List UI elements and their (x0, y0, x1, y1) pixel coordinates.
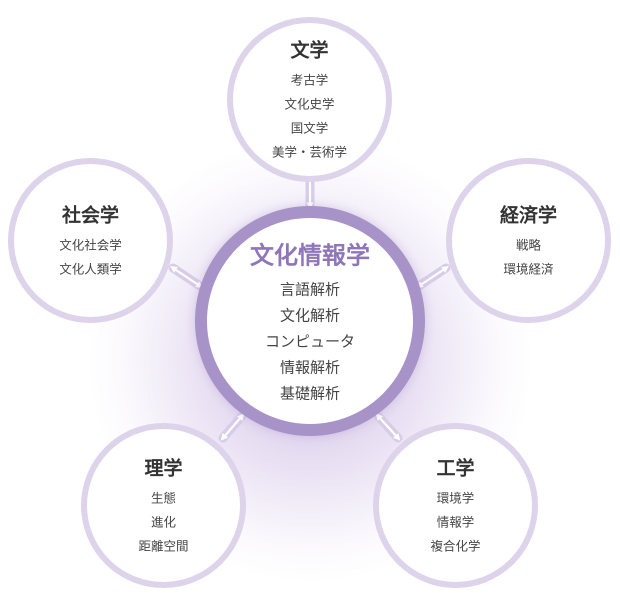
center-item: 言語解析 (279, 280, 340, 299)
node-item: 生態 (150, 490, 176, 505)
center-title: 文化情報学 (250, 241, 370, 270)
node-science: 理学 生態 進化 距離空間 (81, 423, 246, 588)
node-item: 進化 (150, 514, 176, 529)
node-item: 距離空間 (138, 538, 189, 553)
double-arrow-icon (220, 413, 245, 441)
node-title: 工学 (436, 457, 475, 479)
center-item: 基礎解析 (279, 384, 340, 403)
node-item: 戦略 (515, 237, 541, 252)
node-title: 経済学 (499, 204, 557, 226)
center-item: 情報解析 (279, 358, 340, 377)
node-item: 文化人類学 (59, 261, 122, 276)
node-item: 情報学 (436, 514, 475, 529)
node-item: 複合化学 (430, 538, 481, 553)
node-item: 美学・芸術学 (271, 144, 347, 159)
double-arrow-icon (170, 266, 203, 288)
double-arrow-icon (416, 266, 449, 288)
center-item: 文化解析 (279, 306, 340, 325)
node-item: 文化社会学 (59, 237, 122, 252)
node-title: 社会学 (61, 204, 119, 226)
node-sociology: 社会学 文化社会学 文化人類学 (8, 158, 173, 323)
node-literature: 文学 考古学 文化史学 国文学 美学・芸術学 (227, 17, 392, 182)
node-item: 考古学 (290, 72, 329, 87)
node-item: 国文学 (290, 120, 329, 135)
node-item: 環境経済 (503, 261, 554, 276)
double-arrow-icon (375, 413, 401, 441)
node-item: 文化史学 (284, 96, 335, 111)
node-item: 環境学 (436, 490, 475, 505)
node-economics: 経済学 戦略 環境経済 (446, 158, 611, 323)
center-item: コンピュータ (264, 332, 355, 351)
node-title: 理学 (144, 457, 183, 479)
node-title: 文学 (290, 39, 329, 61)
node-center: 文化情報学 言語解析 文化解析 コンピュータ 情報解析 基礎解析 (195, 206, 425, 436)
node-engineering: 工学 環境学 情報学 複合化学 (373, 423, 538, 588)
